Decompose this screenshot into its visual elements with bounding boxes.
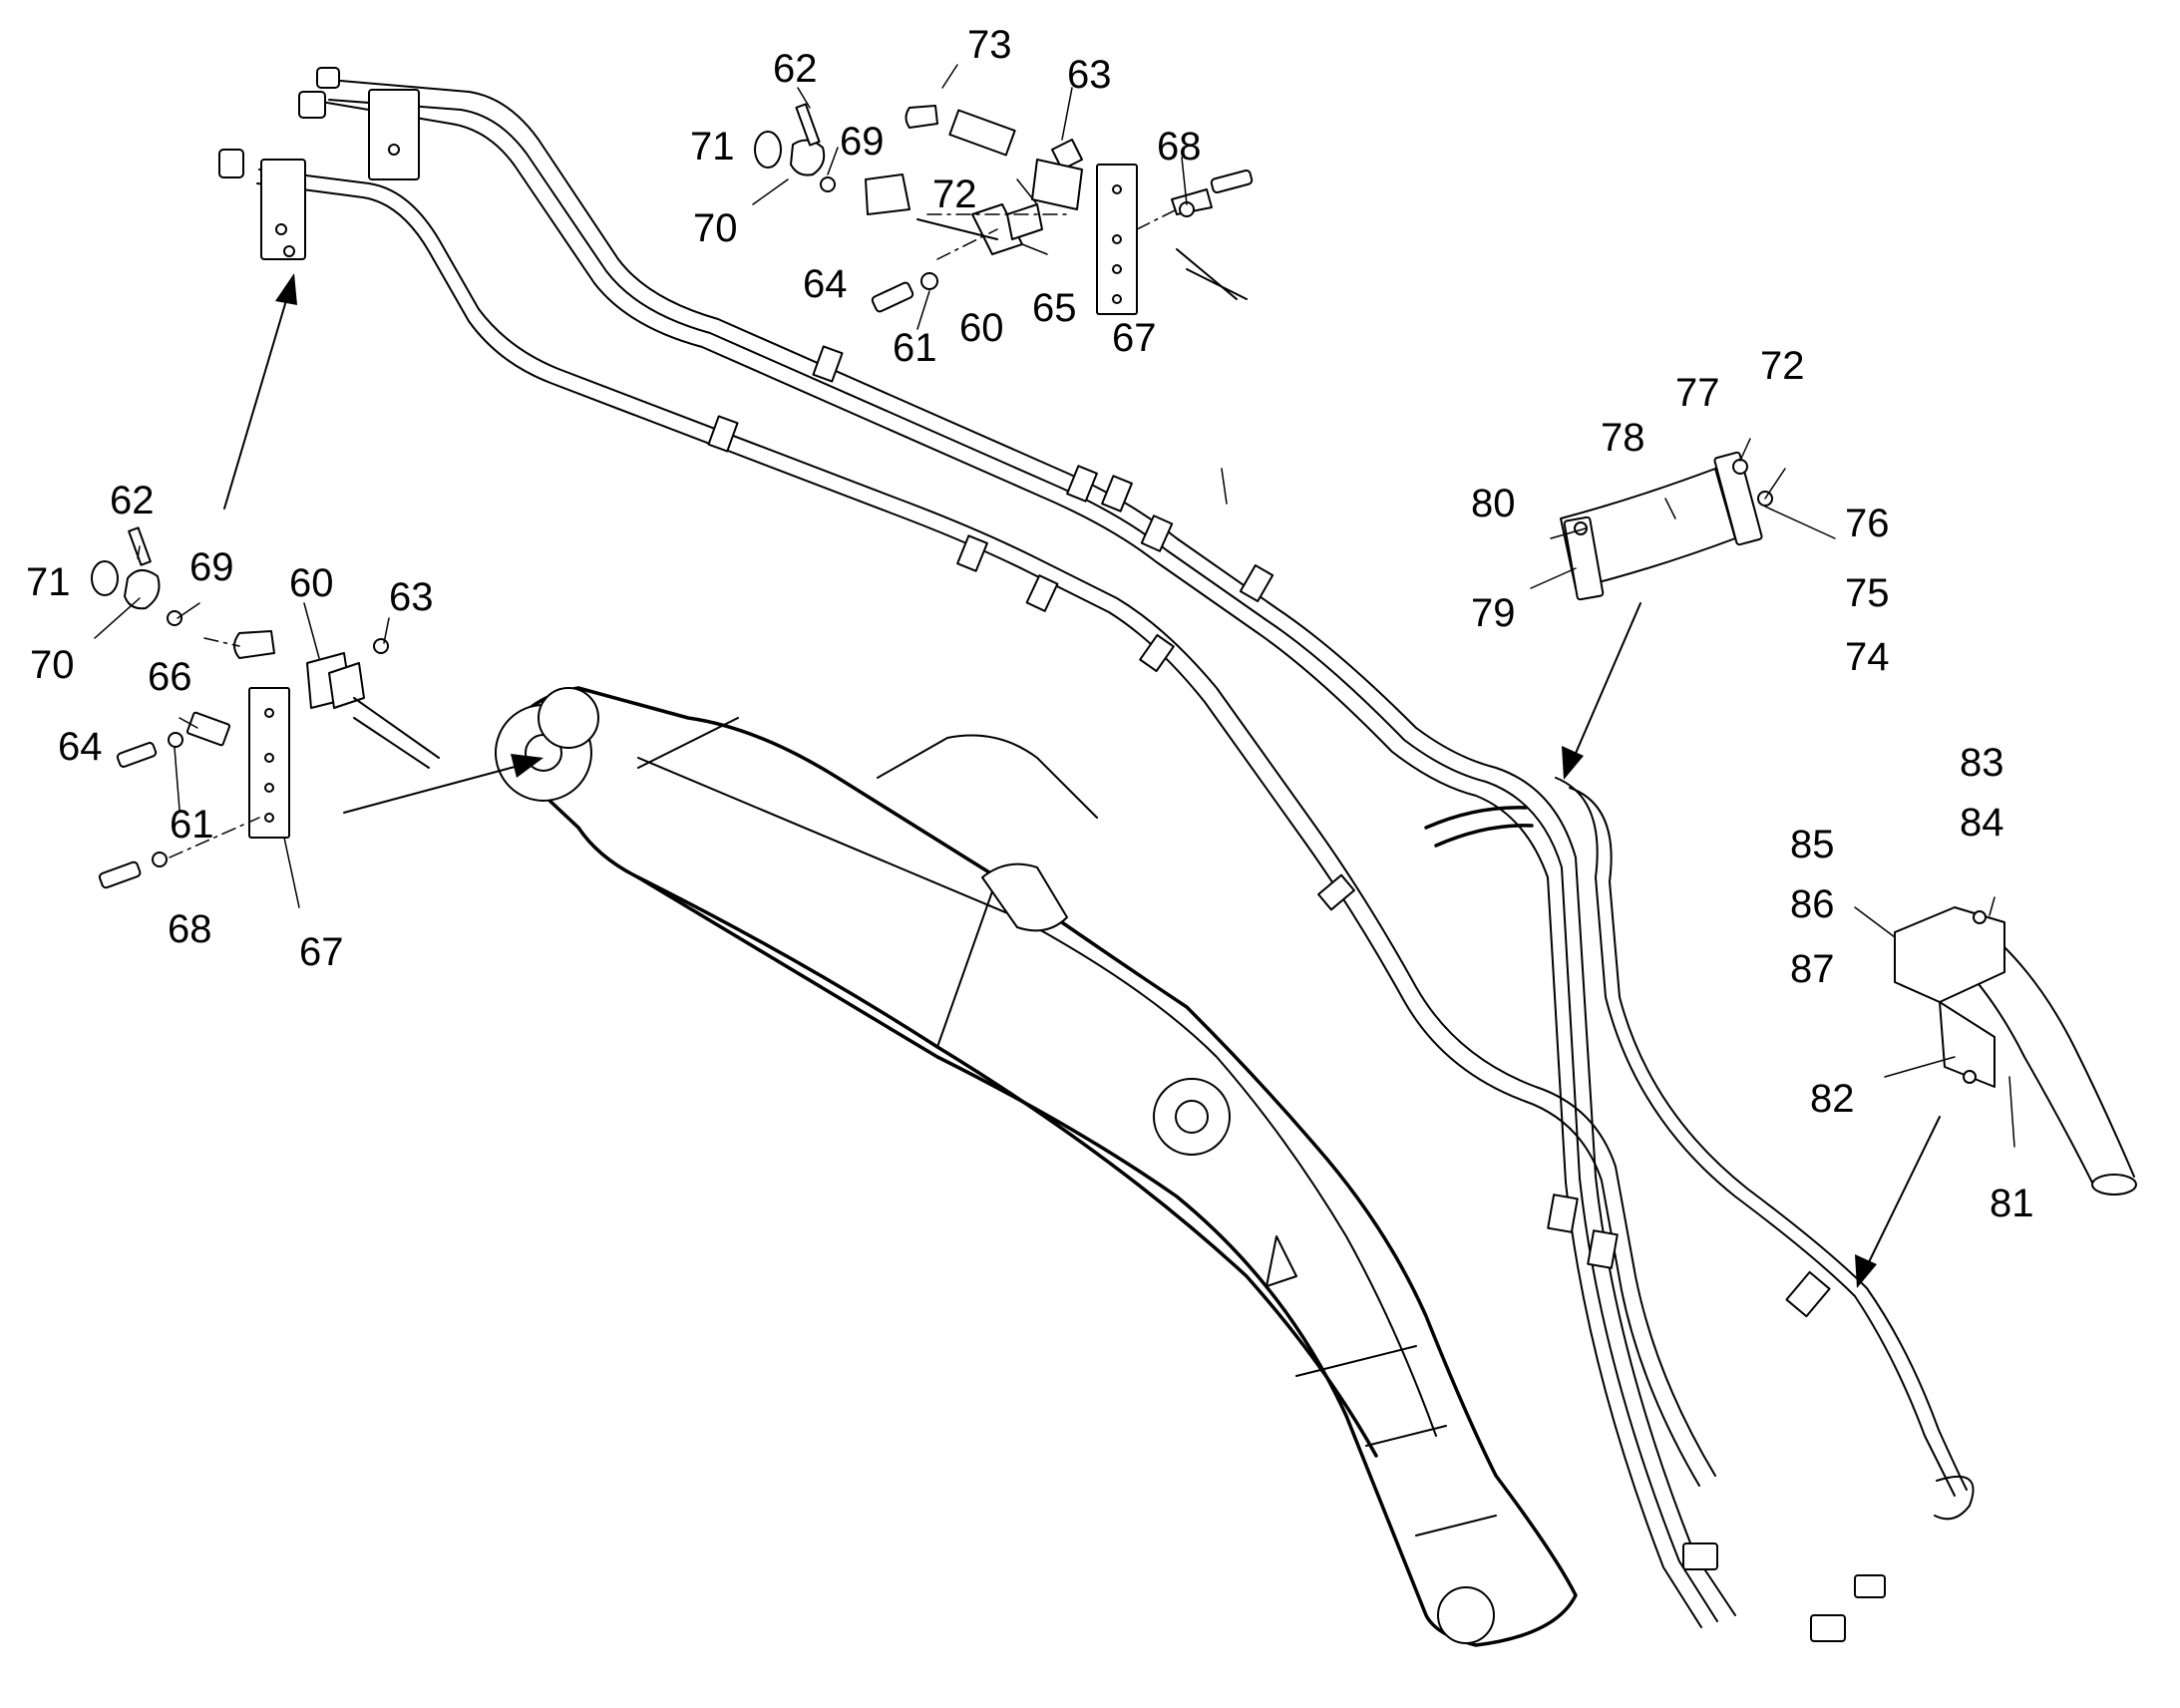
callout-labels: 73 62 63 71 69 68 72 70 64 65 60 61 67 7… — [26, 23, 2034, 1225]
tube-clamps — [707, 345, 1831, 1318]
callout-82: 82 — [1810, 1077, 1855, 1121]
tube-end-fittings — [218, 67, 420, 260]
callout-70-top: 70 — [693, 206, 738, 250]
callout-64-left: 64 — [58, 725, 103, 769]
callout-67-top: 67 — [1112, 316, 1157, 360]
excavator-boom — [495, 686, 1578, 1647]
callout-67-left: 67 — [299, 930, 344, 974]
top-clamp-detail-exploded-view — [754, 103, 1254, 315]
callout-61-left: 61 — [170, 803, 214, 847]
left-clamp-detail-exploded-view — [91, 526, 440, 889]
callout-68-top: 68 — [1157, 125, 1202, 169]
callout-76: 76 — [1845, 502, 1890, 545]
callout-68-left: 68 — [168, 907, 212, 951]
callout-71-top: 71 — [690, 125, 735, 169]
callout-77: 77 — [1675, 371, 1720, 415]
leader-lines — [94, 64, 2015, 1148]
bottom-hose-couplings — [1682, 1476, 1975, 1642]
callout-72-strap: 72 — [1760, 344, 1805, 388]
callout-69-top: 69 — [840, 120, 885, 164]
callout-74: 74 — [1845, 635, 1890, 679]
callout-69-left: 69 — [189, 545, 234, 589]
hose-block-clamp-detail — [1894, 906, 2137, 1196]
callout-62-top: 62 — [773, 47, 818, 91]
callout-63-left: 63 — [389, 575, 434, 619]
callout-72-top: 72 — [932, 172, 977, 216]
callout-80: 80 — [1471, 482, 1516, 525]
callout-61-top: 61 — [893, 326, 937, 370]
callout-79: 79 — [1471, 591, 1516, 635]
callout-64-top: 64 — [803, 262, 848, 306]
callout-63-top: 63 — [1067, 53, 1112, 97]
callout-73-top: 73 — [967, 23, 1012, 67]
callout-71-left: 71 — [26, 560, 71, 604]
callout-66: 66 — [148, 655, 192, 699]
callout-84: 84 — [1960, 801, 2004, 845]
callout-60-top: 60 — [959, 306, 1004, 350]
callout-85: 85 — [1790, 823, 1835, 866]
callout-60-left: 60 — [289, 561, 334, 605]
pointer-arrows — [223, 273, 1941, 1288]
callout-86: 86 — [1790, 882, 1835, 926]
callout-70-left: 70 — [30, 643, 75, 687]
hose-strap-detail — [1560, 451, 1773, 601]
callout-78: 78 — [1601, 416, 1645, 460]
callout-81: 81 — [1990, 1182, 2034, 1225]
callout-87: 87 — [1790, 947, 1835, 991]
callout-83: 83 — [1960, 741, 2004, 785]
callout-62-left: 62 — [110, 479, 155, 522]
callout-75: 75 — [1845, 571, 1890, 615]
callout-65-top: 65 — [1032, 286, 1077, 330]
